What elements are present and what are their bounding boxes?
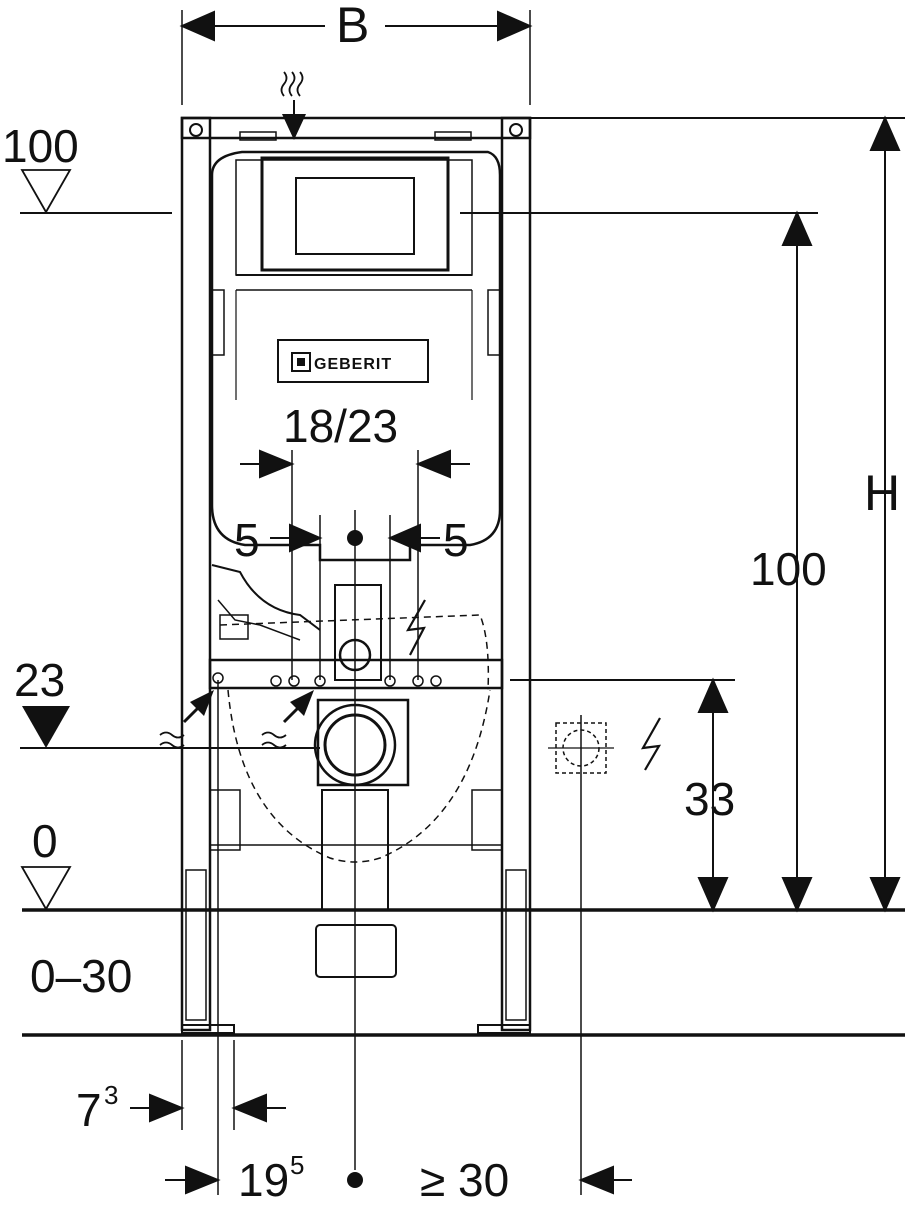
drain-height-dimension — [697, 677, 729, 913]
electrical-symbols — [405, 599, 662, 771]
flush-spacing-arrows — [240, 449, 470, 479]
level-marker-23 — [22, 706, 70, 748]
reference-points — [347, 530, 363, 1188]
frame — [180, 116, 532, 1034]
flush-spacing-label: 18/23 — [283, 400, 398, 452]
center-lines — [181, 450, 582, 1195]
flush-pipe — [313, 584, 410, 978]
clearance-arrows — [578, 1165, 632, 1195]
offset-arrows — [270, 523, 440, 553]
supply-hose — [211, 564, 321, 641]
level-marker-100 — [20, 169, 72, 214]
drain-height-label: 33 — [684, 773, 735, 825]
foot-offset-exponent: 3 — [104, 1080, 118, 1110]
offset-left-label: 5 — [234, 514, 260, 566]
supply-offset-arrows — [165, 1165, 221, 1195]
brand-name: GEBERIT — [314, 356, 392, 373]
supply-offset-label: 19 — [238, 1154, 289, 1200]
cistern-height-dimension — [781, 210, 813, 913]
min-clearance-label: ≥ 30 — [420, 1154, 509, 1200]
cistern — [210, 150, 502, 562]
level-label-0: 0 — [32, 815, 58, 867]
level-marker-0 — [20, 866, 72, 911]
width-label: B — [336, 0, 369, 53]
inlet-arrow — [282, 114, 306, 140]
mounting-holes — [212, 672, 442, 687]
supply-arrow-left — [190, 690, 214, 716]
level-lines — [20, 117, 905, 1037]
level-label-23: 23 — [14, 654, 65, 706]
offset-right-label: 5 — [443, 514, 469, 566]
level-label-100: 100 — [2, 120, 79, 172]
supply-arrow-right — [290, 690, 314, 716]
cistern-height-label: 100 — [750, 543, 827, 595]
foot-offset-label: 7 — [76, 1084, 102, 1136]
supply-offset-exponent: 5 — [290, 1150, 304, 1180]
height-dimension — [869, 115, 901, 913]
brand-logo: GEBERIT — [291, 352, 392, 373]
width-dimension — [179, 10, 533, 105]
floor-range-label: 0–30 — [30, 950, 132, 1002]
height-label: H — [864, 465, 900, 521]
foot-offset-arrows — [130, 1093, 286, 1123]
